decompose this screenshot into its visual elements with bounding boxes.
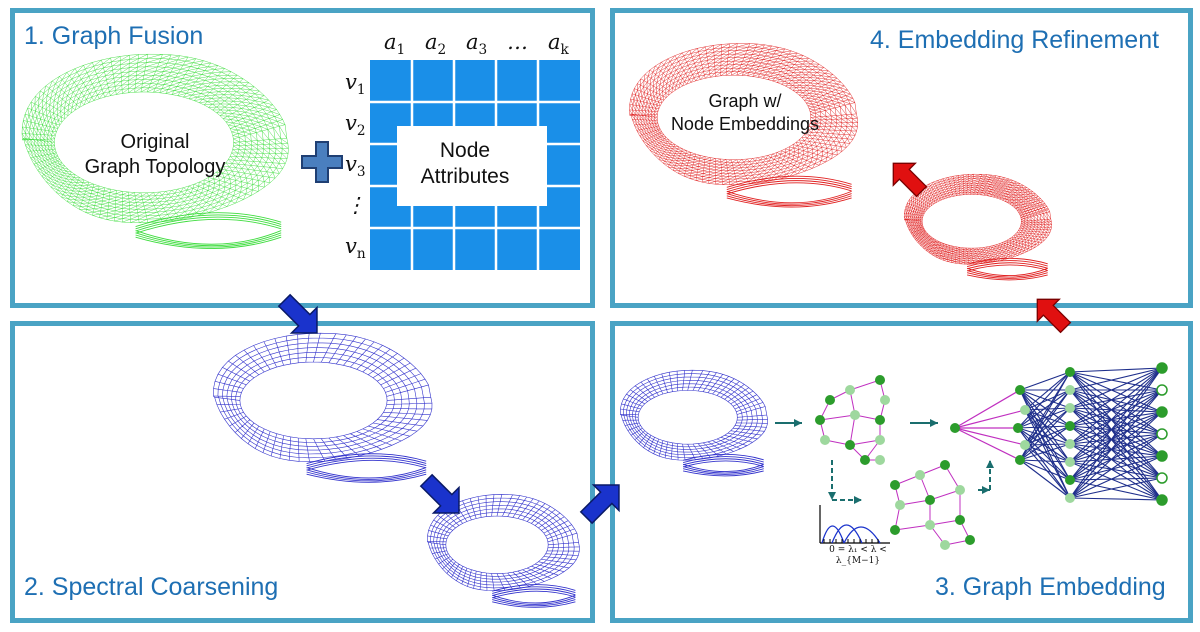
spectrum-axis-label: 0 = λ₁ < λ < λ_{M−1} — [829, 545, 887, 567]
node-attributes-label: Node Attributes — [420, 139, 510, 189]
embeddings-graph-label: Graph w/ Node Embeddings — [670, 91, 820, 134]
spectrum-plot — [819, 505, 890, 544]
matrix-row-header: ⋮ — [345, 193, 366, 217]
refined-graph-with-embeddings — [629, 43, 858, 208]
matrix-col-header: a2 — [425, 30, 447, 59]
original-graph-label: Original Graph Topology — [84, 131, 226, 178]
coarse-embedding-graph — [903, 173, 1052, 281]
matrix-row-header: vn — [345, 234, 366, 263]
arrow-embedding-to-refinement — [1036, 298, 1072, 334]
arrow-coarsening-to-embedding — [579, 484, 620, 525]
matrix-col-header: … — [507, 30, 528, 54]
matrix-row-header: v3 — [345, 152, 366, 181]
node-attribute-matrix — [370, 60, 580, 270]
matrix-col-header: a3 — [466, 30, 488, 59]
arrow-coarsening-level2 — [419, 473, 460, 514]
matrix-row-header: v2 — [345, 111, 366, 140]
matrix-row-header: v1 — [345, 70, 366, 99]
panel-title-graph-embedding: 3. Graph Embedding — [935, 573, 1166, 601]
matrix-col-header: a1 — [384, 30, 406, 59]
coarsened-graph-mesh-level2 — [427, 494, 580, 608]
graph-embedding-illustration — [775, 362, 1168, 550]
arrow-fusion-to-coarsening — [277, 293, 318, 334]
matrix-col-header: ak — [548, 30, 569, 59]
arrow-refinement-step — [892, 162, 928, 198]
plus-icon — [301, 141, 343, 183]
panel-title-spectral-coarsening: 2. Spectral Coarsening — [24, 573, 279, 601]
panel-title-embedding-refinement: 4. Embedding Refinement — [870, 26, 1160, 54]
panel-spectral-coarsening — [10, 321, 595, 623]
panel-title-graph-fusion: 1. Graph Fusion — [24, 22, 204, 50]
original-graph-mesh — [21, 53, 289, 249]
coarsest-graph-mesh — [619, 369, 768, 477]
coarsened-graph-mesh-level1 — [213, 332, 433, 483]
